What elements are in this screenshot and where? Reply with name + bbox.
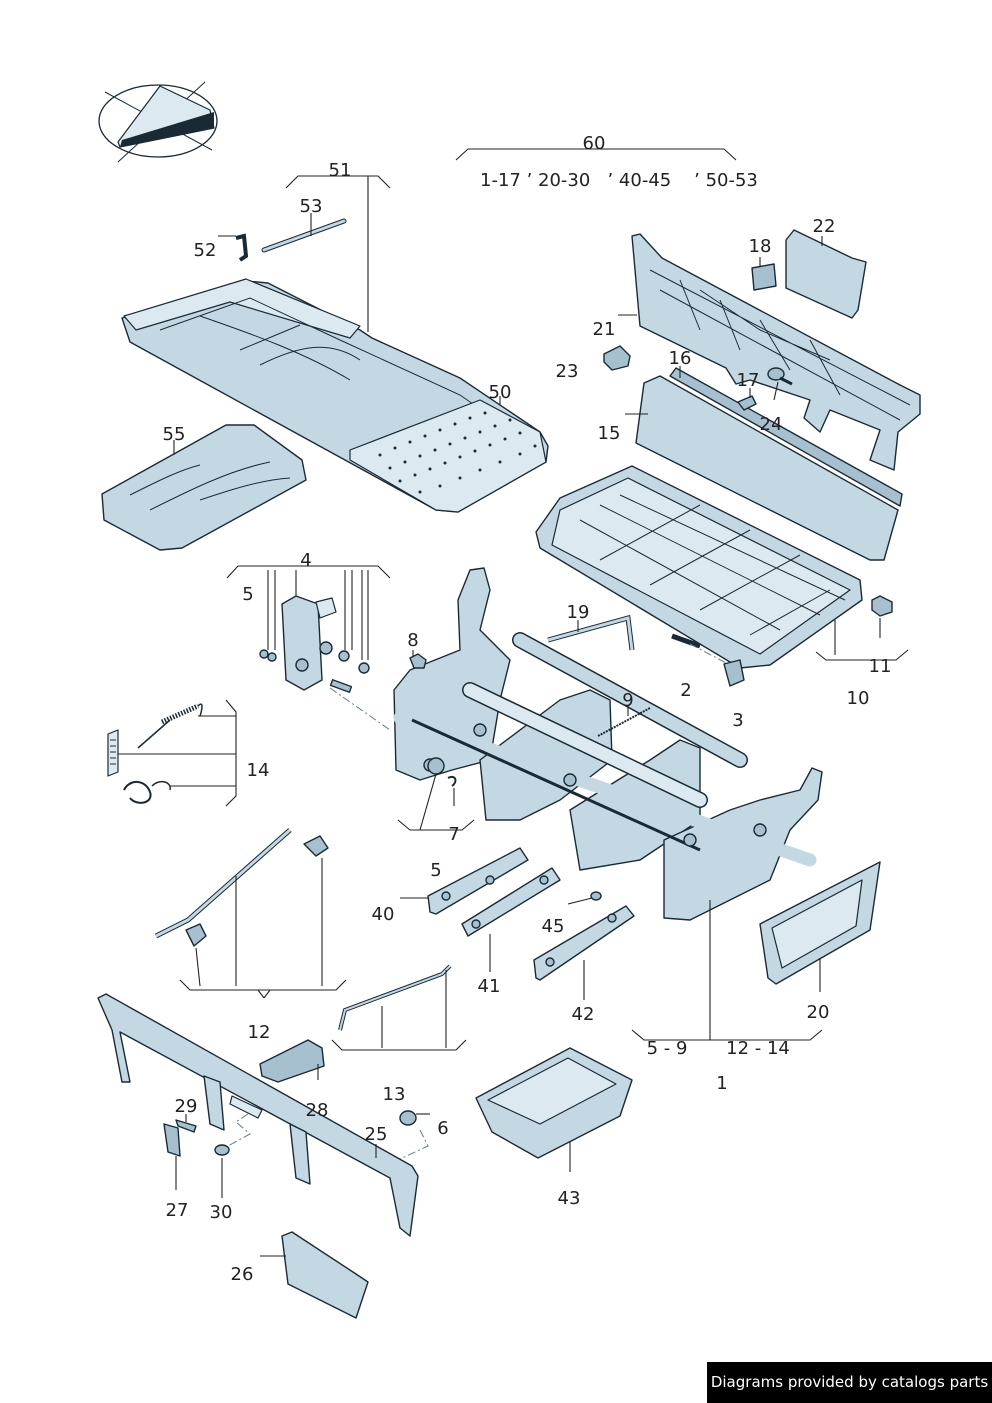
label-15: 15 <box>598 423 621 444</box>
trim-25 <box>97 993 419 1237</box>
label-19: 19 <box>567 602 590 623</box>
hinge-bracket-4 <box>259 595 391 731</box>
label-pad-18 <box>751 263 777 291</box>
plate-3 <box>723 659 745 687</box>
clip-27 <box>163 1123 181 1190</box>
label-12: 12 <box>248 1022 271 1043</box>
label-17: 17 <box>737 370 760 391</box>
plate-41 <box>461 867 561 972</box>
label-22: 22 <box>813 216 836 237</box>
label-18: 18 <box>749 236 772 257</box>
label-24: 24 <box>760 414 783 435</box>
clamp-8 <box>409 650 427 669</box>
bracket-1 <box>631 900 823 1041</box>
label-11: 11 <box>869 656 892 677</box>
fastener-17 <box>737 388 757 411</box>
bushing-7 <box>397 757 475 831</box>
label-27: 27 <box>166 1200 189 1221</box>
cover-26 <box>260 1231 369 1319</box>
screw-30 <box>214 1144 230 1198</box>
bracket-4 <box>226 565 391 579</box>
springs-14 <box>107 699 237 807</box>
rod-53 <box>261 213 347 253</box>
spring-9 <box>597 706 651 737</box>
plate-42 <box>533 905 635 1000</box>
seat-shell <box>535 465 863 669</box>
label-5-9: 5 - 9 <box>647 1038 688 1059</box>
label-7: 7 <box>448 824 459 845</box>
label-3: 3 <box>732 710 743 731</box>
label-12-14: 12 - 14 <box>726 1038 790 1059</box>
pin-2 <box>671 633 731 666</box>
label-28: 28 <box>306 1100 329 1121</box>
part-labels: 60 1-17 ’ 20-30 ’ 40-45 ’ 50-53 51 53 52… <box>163 133 892 1285</box>
label-10: 10 <box>847 688 870 709</box>
label-9: 9 <box>622 690 633 711</box>
label-51: 51 <box>329 160 352 181</box>
label-40: 40 <box>372 904 395 925</box>
plate-40 <box>400 847 529 915</box>
label-8: 8 <box>407 630 418 651</box>
label-14: 14 <box>247 760 270 781</box>
label-16: 16 <box>669 348 692 369</box>
clip-23 <box>603 345 631 371</box>
label-1: 1 <box>716 1073 727 1094</box>
compass-arrow-icon <box>98 81 218 163</box>
bracket-60 <box>455 148 737 161</box>
label-26: 26 <box>231 1264 254 1285</box>
latch-28 <box>259 1039 325 1083</box>
label-5a: 5 <box>242 584 253 605</box>
label-60-ranges: 1-17 ’ 20-30 ’ 40-45 ’ 50-53 <box>480 170 758 191</box>
label-50: 50 <box>489 382 512 403</box>
screw-29 <box>175 1114 197 1133</box>
tray-20 <box>759 861 881 992</box>
screw-45 <box>567 891 602 905</box>
label-23: 23 <box>556 361 579 382</box>
bracket-10 <box>815 649 909 661</box>
label-53: 53 <box>300 196 323 217</box>
credit-footer: Diagrams provided by catalogs parts <box>707 1362 992 1403</box>
bumper-11 <box>871 595 893 638</box>
rod-19 <box>547 614 635 651</box>
cushion-55 <box>101 424 307 551</box>
label-2: 2 <box>680 680 691 701</box>
bolt-24 <box>767 367 793 401</box>
panel-15 <box>625 375 899 561</box>
backrest-frame-21 <box>618 233 921 471</box>
label-25: 25 <box>365 1124 388 1145</box>
rod-12 <box>154 828 347 999</box>
label-20: 20 <box>807 1002 830 1023</box>
label-21: 21 <box>593 319 616 340</box>
knob-6 <box>397 1110 430 1169</box>
label-45: 45 <box>542 916 565 937</box>
label-52: 52 <box>194 240 217 261</box>
seat-frame-1 <box>393 567 823 921</box>
label-29: 29 <box>175 1096 198 1117</box>
label-60: 60 <box>583 133 606 154</box>
label-5b: 5 <box>430 860 441 881</box>
label-42: 42 <box>572 1004 595 1025</box>
label-30: 30 <box>210 1202 233 1223</box>
cover-22 <box>785 229 867 319</box>
label-43: 43 <box>558 1188 581 1209</box>
label-55: 55 <box>163 424 186 445</box>
seat-cushion <box>121 278 549 513</box>
storage-tray-43 <box>475 1047 633 1172</box>
label-41: 41 <box>478 976 501 997</box>
hook-52 <box>218 233 249 262</box>
label-13: 13 <box>383 1084 406 1105</box>
strip-16 <box>669 366 903 507</box>
bracket-51 <box>285 175 391 189</box>
cable-13 <box>331 964 467 1051</box>
label-6: 6 <box>437 1118 448 1139</box>
label-4: 4 <box>300 550 311 571</box>
